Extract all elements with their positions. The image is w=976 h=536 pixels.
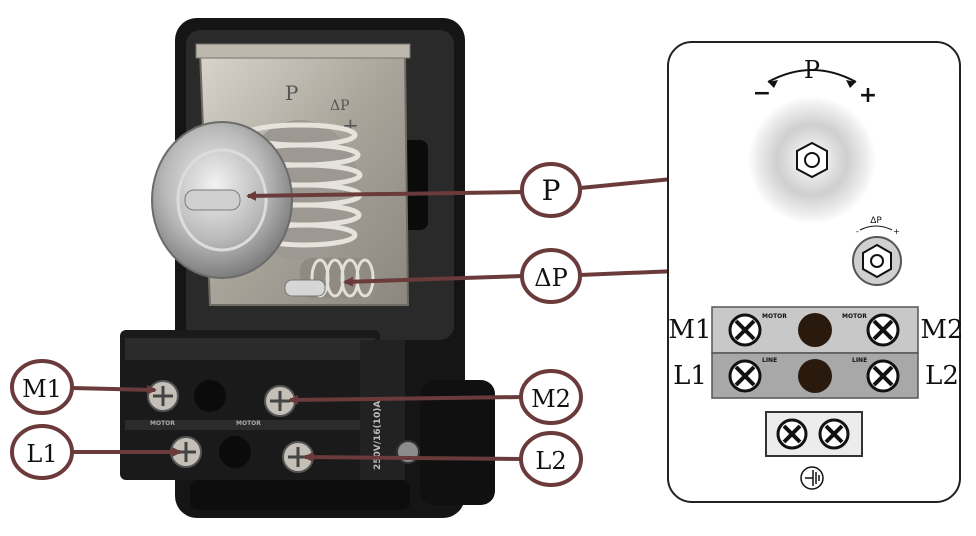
line-left-label: LINE: [762, 357, 777, 364]
p-hex-nut-icon: [796, 141, 828, 179]
p-range-arc: [767, 69, 857, 83]
svg-text:M1: M1: [22, 375, 62, 403]
dp-hex-nut-icon: [862, 243, 892, 279]
side-label-l1: L1: [673, 361, 707, 391]
svg-text:M2: M2: [531, 385, 571, 413]
schematic-screw-m2-icon: [866, 313, 900, 347]
callout-l2: L2: [519, 431, 583, 487]
line-center-hole: [798, 359, 832, 393]
arrow-dp-photo: [343, 274, 524, 287]
dial-minus: −: [753, 81, 771, 106]
terminal-screws: [147, 380, 314, 473]
svg-text:ΔP: ΔP: [534, 264, 567, 292]
motor-left-label: MOTOR: [762, 313, 787, 320]
arrow-p-photo: [246, 190, 524, 201]
svg-text:L2: L2: [535, 447, 566, 475]
motor-right-label: MOTOR: [842, 313, 867, 320]
arrow-l2: [303, 452, 524, 463]
mounting-bracket: [420, 380, 495, 505]
engraved-p: P: [285, 81, 298, 105]
plate-top-rail: [195, 43, 411, 59]
side-label-m1: M1: [668, 315, 711, 345]
schematic-panel: P − + ΔP - + MOTOR MOTOR LINE LINE: [667, 41, 964, 503]
callout-m1: M1: [10, 359, 74, 415]
svg-text:L1: L1: [26, 440, 57, 468]
schematic-screw-l2-icon: [866, 359, 900, 393]
callout-m2: M2: [519, 369, 583, 425]
dial-plus: +: [859, 83, 877, 108]
motor-mark-right: MOTOR: [236, 420, 261, 427]
ground-symbol-icon: [800, 466, 824, 490]
arrow-m1: [71, 384, 157, 395]
svg-text:P: P: [542, 174, 561, 207]
dp-plus: +: [893, 227, 900, 236]
dp-label: ΔP: [870, 216, 882, 226]
callout-p: P: [520, 162, 582, 218]
switch-photo: P ΔP +: [120, 18, 495, 518]
callout-dp: ΔP: [520, 248, 582, 304]
callouts: P ΔP M1 M2 L1 L2: [10, 162, 583, 487]
terminal-hole: [219, 436, 251, 468]
line-right-label: LINE: [852, 357, 867, 364]
rating-label: 250V/16(10)A: [373, 401, 383, 470]
schematic-screw-l1-icon: [728, 359, 762, 393]
motor-center-hole: [798, 313, 832, 347]
callout-l1: L1: [10, 424, 74, 480]
dial-p-label: P: [804, 56, 820, 84]
ground-screw-left-icon: [776, 418, 808, 450]
side-label-m2: M2: [920, 315, 963, 345]
motor-mark-left: MOTOR: [150, 420, 175, 427]
terminal-hole: [194, 380, 226, 412]
arrow-m2: [288, 394, 524, 405]
p-adjust-screw: [184, 189, 241, 211]
engraved-dp: ΔP: [330, 98, 350, 114]
dp-minus: -: [856, 227, 859, 236]
schematic-screw-m1-icon: [728, 313, 762, 347]
differential-spring: [284, 258, 375, 298]
side-label-l2: L2: [925, 361, 959, 391]
ground-screw-right-icon: [818, 418, 850, 450]
